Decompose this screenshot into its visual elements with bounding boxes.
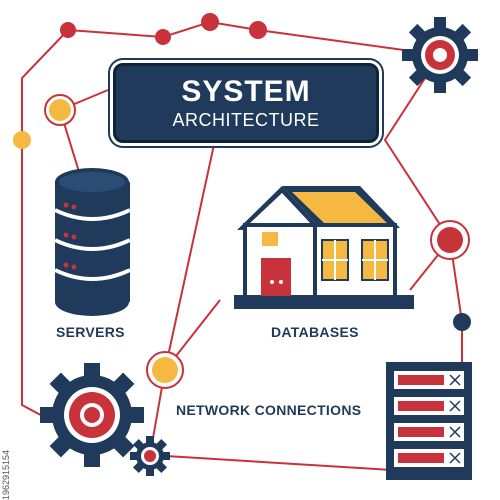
- network-nodes: [60, 13, 267, 45]
- network-node-icon: [13, 131, 31, 149]
- network-node-icon: [152, 357, 178, 383]
- network-node-icon: [453, 313, 471, 331]
- yellow-nodes: [13, 94, 184, 389]
- title-main: SYSTEM: [181, 75, 311, 108]
- stock-id-watermark: 1962915154: [1, 449, 11, 500]
- network-connections-label: NETWORK CONNECTIONS: [176, 402, 362, 418]
- gear-icon: [130, 436, 170, 476]
- server-rack-icon: [386, 362, 472, 480]
- network-node-icon: [201, 13, 219, 31]
- red-ring-node: [430, 220, 471, 331]
- gear-icon: [40, 363, 144, 467]
- network-node-icon: [437, 227, 463, 253]
- servers-label: SERVERS: [56, 324, 125, 340]
- network-node-icon: [155, 29, 171, 45]
- network-node-icon: [60, 22, 76, 38]
- title-sub: ARCHITECTURE: [172, 110, 320, 130]
- title-banner: SYSTEM ARCHITECTURE: [113, 63, 379, 143]
- network-node-icon: [249, 21, 267, 39]
- network-node-icon: [49, 99, 71, 121]
- databases-label: DATABASES: [271, 324, 359, 340]
- server-stack-icon: [54, 168, 131, 316]
- gear-icon: [402, 17, 478, 93]
- house-icon: [234, 186, 414, 309]
